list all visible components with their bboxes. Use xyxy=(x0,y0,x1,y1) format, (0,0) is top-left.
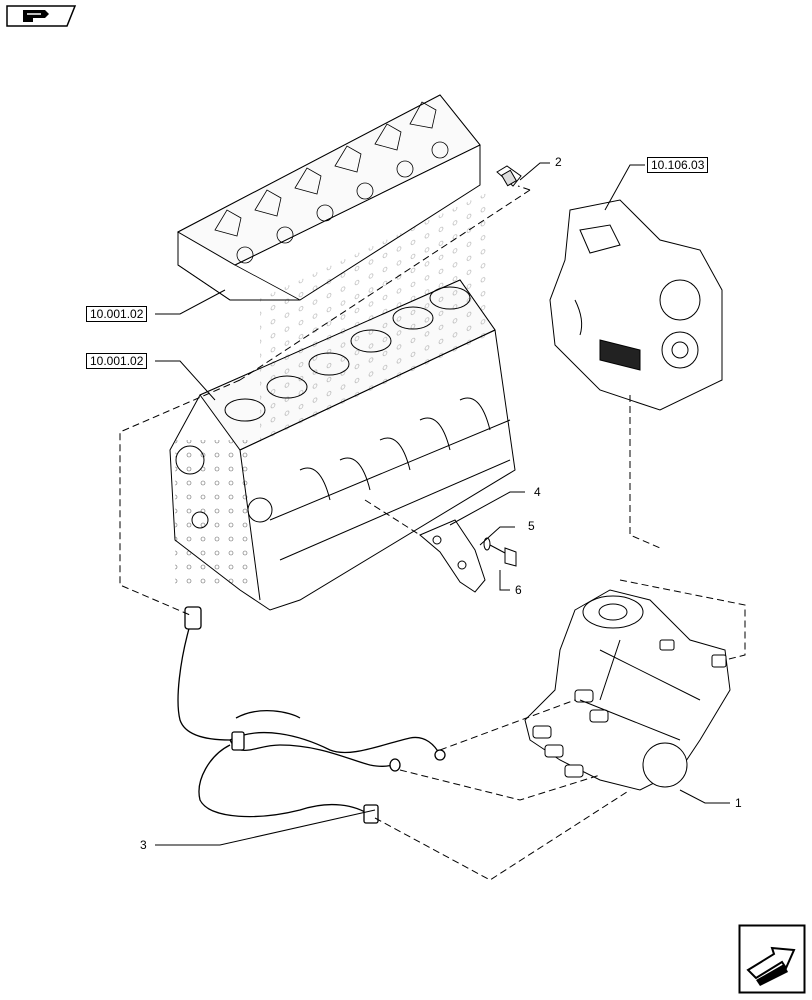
timing-cover xyxy=(549,199,723,411)
callout-part-5: 5 xyxy=(528,519,535,533)
bolt-part-6 xyxy=(483,537,517,567)
callout-part-4: 4 xyxy=(534,485,541,499)
engine-block xyxy=(169,191,516,611)
gasket-plate-part-4 xyxy=(419,519,486,593)
wiring-harness-part-3 xyxy=(177,606,446,824)
callout-part-1: 1 xyxy=(735,796,742,810)
next-page-arrow-icon[interactable] xyxy=(738,924,806,994)
callout-part-3: 3 xyxy=(140,838,147,852)
injection-pump-part-1 xyxy=(524,589,731,791)
reference-box-engine-block[interactable]: 10.001.02 xyxy=(86,353,148,369)
cylinder-head xyxy=(176,94,481,301)
assembly-guide-lines xyxy=(119,185,746,881)
leader-lines xyxy=(155,162,730,846)
book-icon xyxy=(5,4,77,28)
reference-box-timing-cover[interactable]: 10.106.03 xyxy=(647,157,709,173)
sensor-part-2 xyxy=(496,165,522,187)
callout-part-6: 6 xyxy=(515,583,522,597)
callout-part-2: 2 xyxy=(555,155,562,169)
reference-box-engine-head[interactable]: 10.001.02 xyxy=(86,306,148,322)
